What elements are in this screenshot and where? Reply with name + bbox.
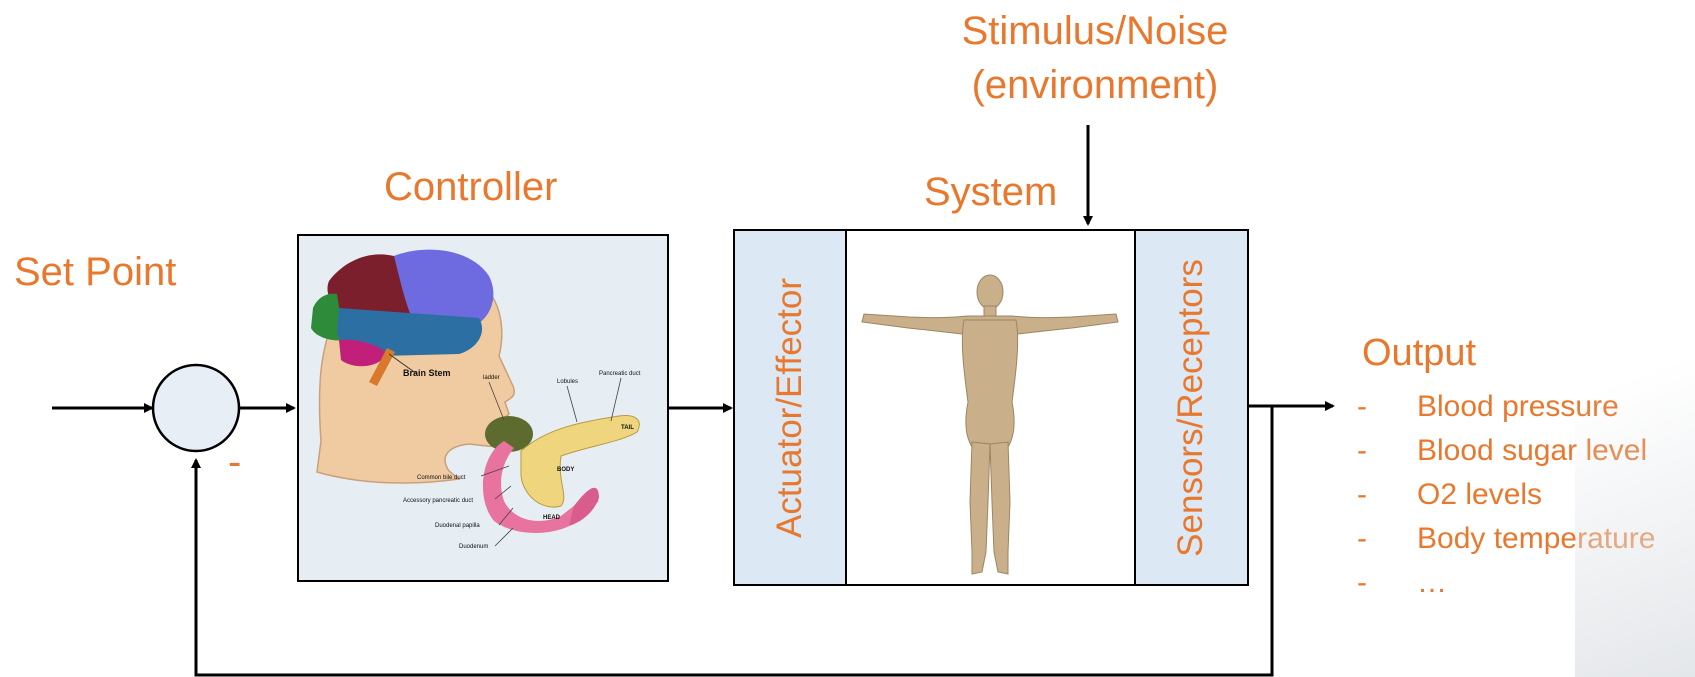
set-point-label: Set Point: [14, 250, 176, 295]
figure-left-leg: [970, 442, 990, 574]
controller-label: Controller: [384, 165, 557, 210]
output-item-bullet: -: [1357, 520, 1367, 558]
controller-box: Brain Stem ladder Lobules Pancreatic duc…: [297, 234, 669, 582]
pancreatic-duct-text: Pancreatic duct: [599, 371, 641, 377]
output-item-bullet: -: [1357, 564, 1367, 602]
duodenum-text: Duodenum: [459, 544, 488, 550]
figure-right-leg: [990, 442, 1010, 574]
minus-sign: -: [228, 440, 241, 485]
stimulus-label-line2: (environment): [920, 58, 1270, 112]
duodenal-papilla-text: Duodenal papilla: [435, 523, 480, 529]
output-item-bullet: -: [1357, 476, 1367, 514]
output-item-text: …: [1417, 566, 1447, 599]
body-text: BODY: [557, 467, 574, 473]
accessory-duct-text: Accessory pancreatic duct: [403, 498, 473, 504]
figure-torso: [962, 320, 1017, 447]
output-item-bullet: -: [1357, 388, 1367, 426]
slide-corner-shading: [1575, 257, 1695, 677]
human-body-figure: [846, 232, 1134, 583]
sensors-receptors-label: Sensors/Receptors: [1171, 259, 1211, 557]
figure-head: [977, 275, 1003, 309]
output-item-text: O2 levels: [1417, 478, 1542, 511]
stimulus-label: Stimulus/Noise (environment): [920, 4, 1270, 112]
pancreatic-duct-leader: [611, 378, 621, 421]
lobules-leader: [567, 386, 577, 422]
output-item-bullet: -: [1357, 432, 1367, 470]
figure-neck: [984, 306, 996, 316]
tail-text: TAIL: [621, 425, 634, 431]
duodenum-leader: [495, 528, 513, 546]
lobules-text: Lobules: [557, 379, 578, 385]
output-title: Output: [1362, 332, 1476, 375]
head-text: HEAD: [543, 515, 561, 521]
bladder-text: ladder: [483, 375, 500, 381]
actuator-effector-label: Actuator/Effector: [770, 278, 810, 538]
summing-junction: [153, 365, 239, 451]
system-label: System: [924, 170, 1057, 215]
common-bile-duct-text: Common bile duct: [417, 475, 466, 481]
brain-stem-text: Brain Stem: [403, 368, 451, 378]
stimulus-label-line1: Stimulus/Noise: [920, 4, 1270, 58]
brain-pancreas-illustration: Brain Stem ladder Lobules Pancreatic duc…: [299, 236, 666, 579]
